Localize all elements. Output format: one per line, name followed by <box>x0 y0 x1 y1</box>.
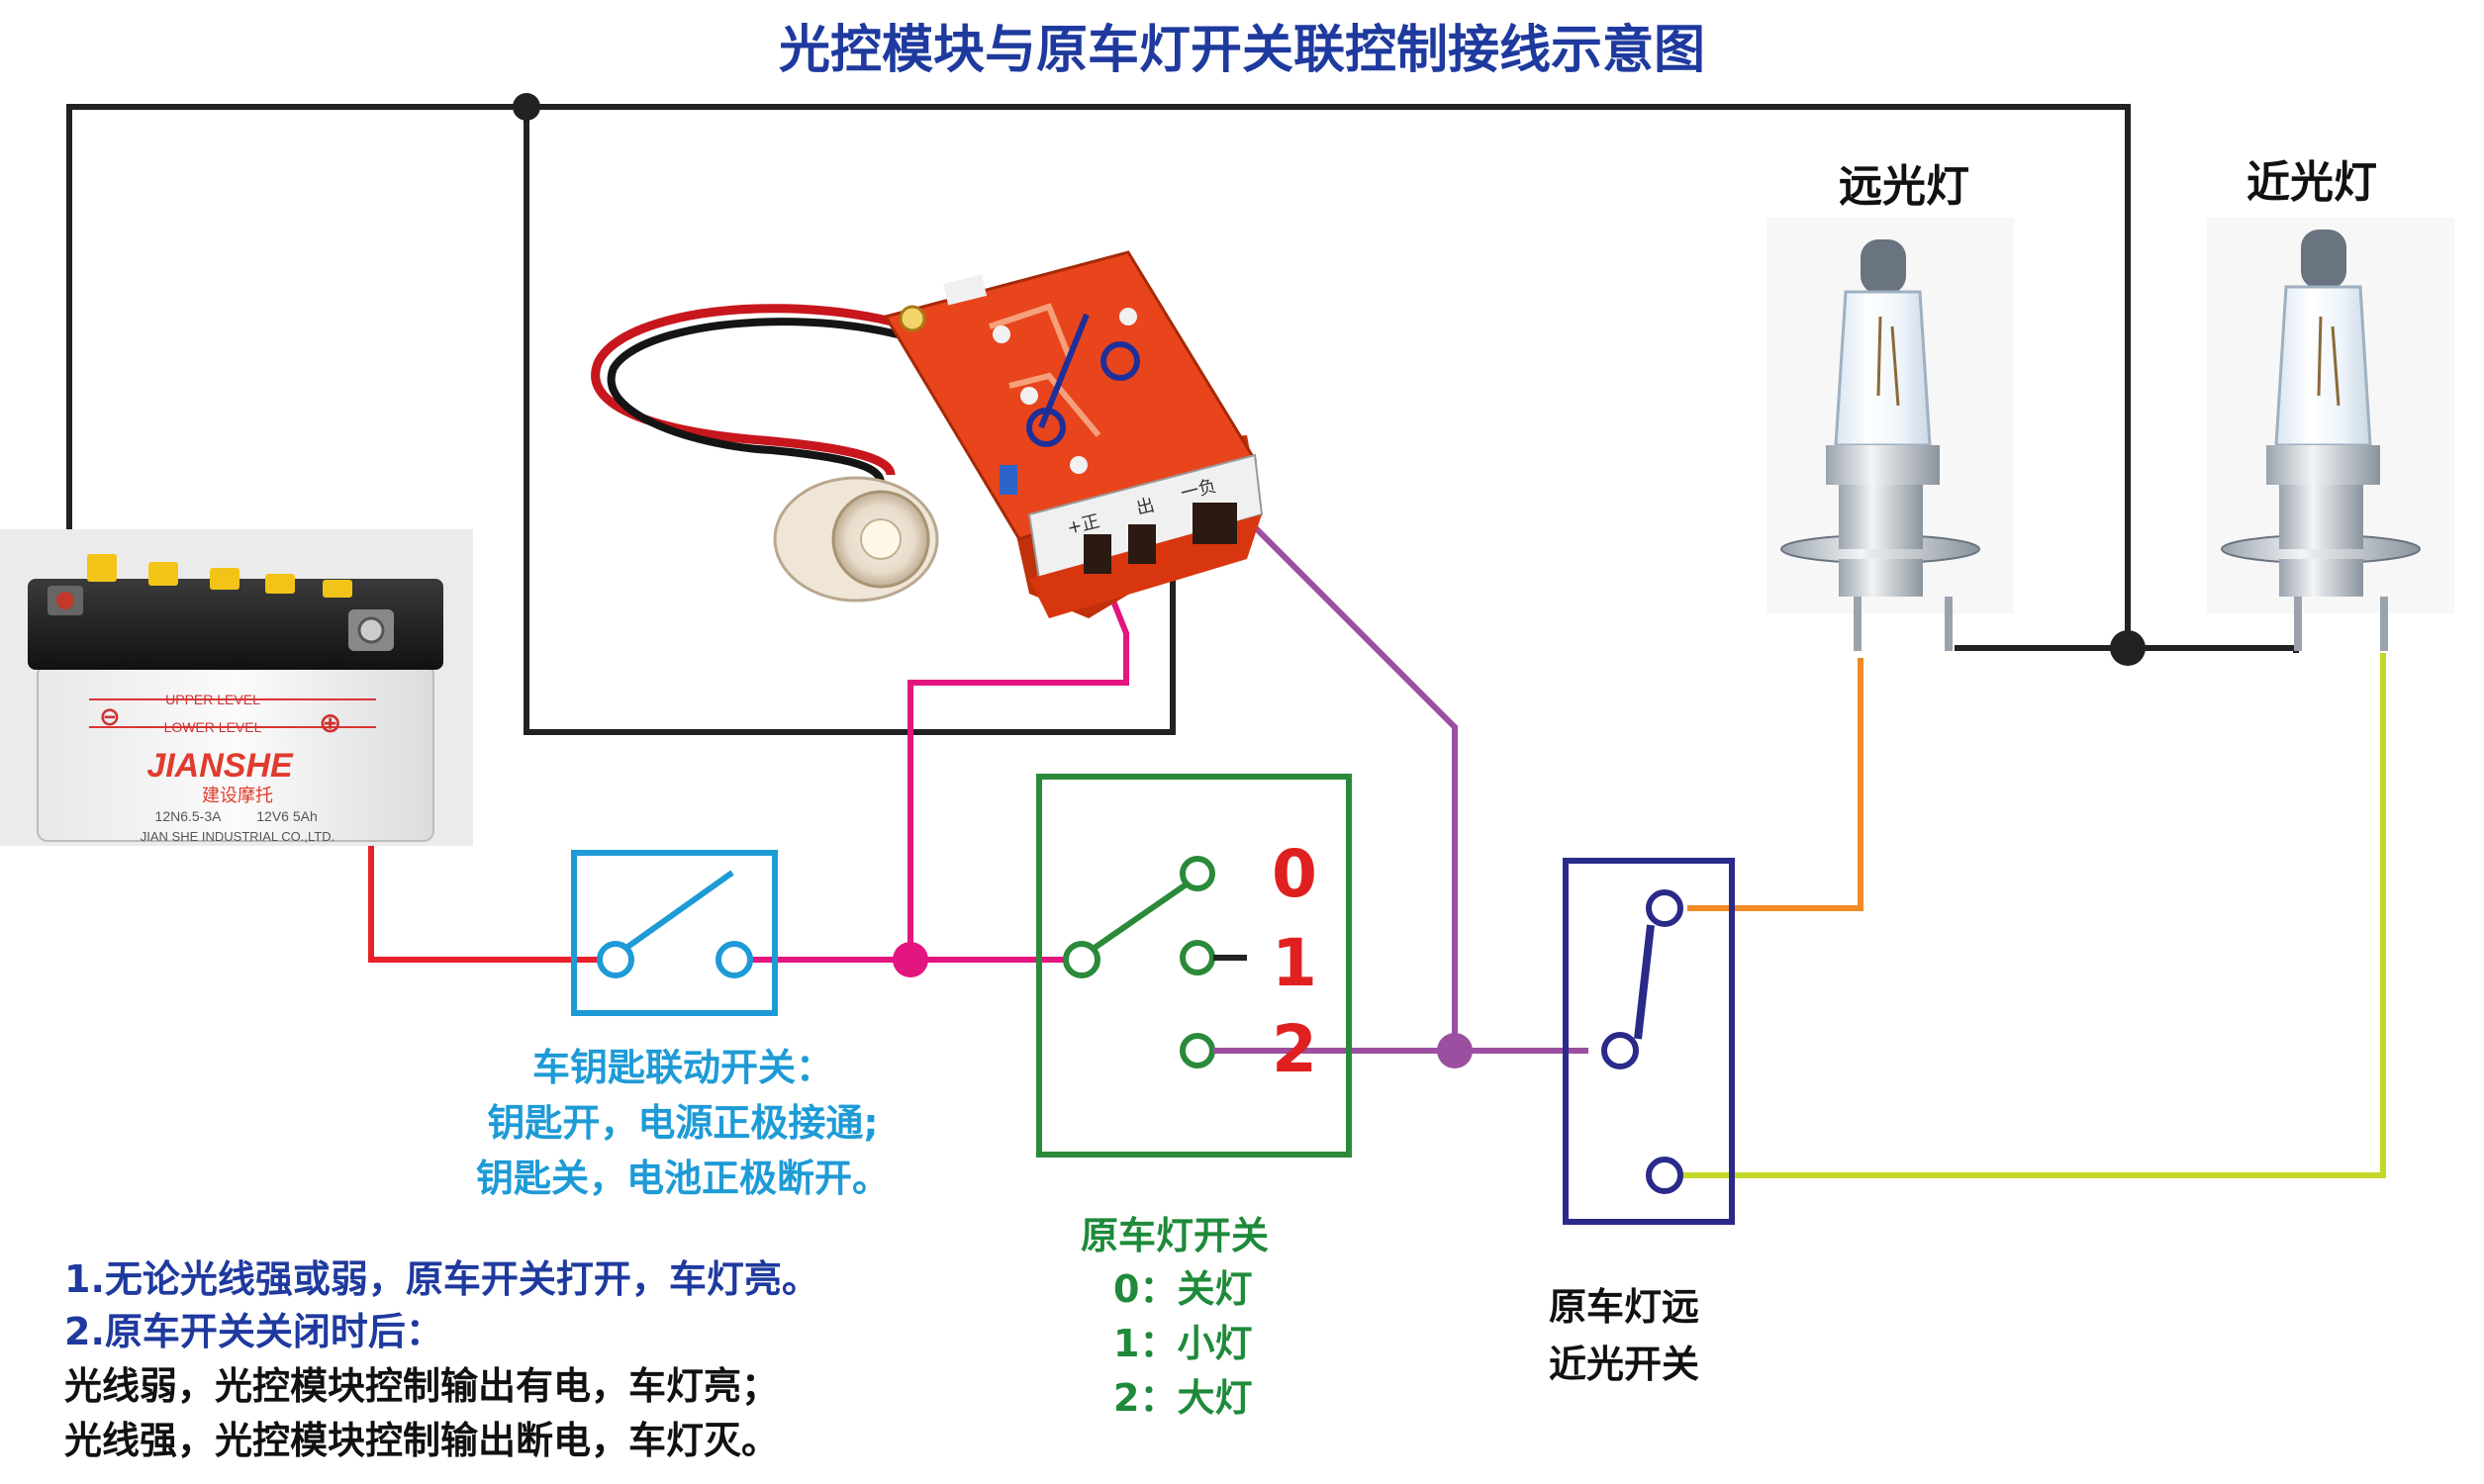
low-beam-bulb <box>2207 218 2454 651</box>
module-relay-contact-2 <box>1100 341 1140 381</box>
module-relay-contact-1 <box>1026 408 1066 447</box>
key-switch-terminal-in <box>597 941 634 978</box>
light-switch-pos-1: 1 <box>1272 925 1317 1001</box>
key-switch-box <box>571 850 778 1016</box>
light-switch-box <box>1036 774 1352 1158</box>
battery-lower-level: LOWER LEVEL <box>164 719 262 735</box>
battery-brand-cn: 建设摩托 <box>202 786 273 806</box>
light-switch-pos0-desc: 0：关灯 <box>1113 1267 1253 1311</box>
diagram-title: 光控模块与原车灯开关联控制接线示意图 <box>778 21 1705 80</box>
battery-spec1: 12N6.5-3A <box>155 808 223 824</box>
light-switch-pos0-terminal <box>1180 856 1215 891</box>
key-switch-note-line2: 钥匙开，电源正极接通; <box>487 1101 879 1145</box>
key-switch <box>571 850 778 1016</box>
beam-switch-box <box>1563 858 1735 1225</box>
module-output-wire <box>1215 502 1588 1054</box>
note-line-2: 2.原车开关关闭时后： <box>64 1310 443 1353</box>
low-beam-label: 近光灯 <box>2246 157 2377 208</box>
light-switch-pos1-desc: 1：小灯 <box>1113 1322 1253 1365</box>
beam-switch <box>1563 858 1735 1225</box>
switched-positive-wires <box>752 582 1129 963</box>
beam-switch-low-terminal <box>1646 1157 1683 1194</box>
battery-upper-level: UPPER LEVEL <box>165 692 260 707</box>
beam-switch-label-line1: 原车灯远 <box>1549 1285 1700 1329</box>
beam-switch-common <box>1601 1032 1639 1069</box>
key-switch-terminal-out <box>716 941 753 978</box>
pcb-mount-hole <box>899 305 926 332</box>
note-line-4: 光线强，光控模块控制输出断电，车灯灭。 <box>64 1419 780 1462</box>
light-switch-pos-2: 2 <box>1272 1011 1317 1087</box>
output-junction <box>1437 1033 1473 1068</box>
light-switch-common <box>1063 941 1100 978</box>
light-switch <box>1036 774 1352 1158</box>
low-beam-wire <box>1679 653 2386 1178</box>
high-beam-bulb <box>1767 218 2014 651</box>
beam-switch-label-line2: 近光开关 <box>1549 1343 1700 1386</box>
beam-switch-high-terminal <box>1646 889 1683 927</box>
light-switch-pos1-terminal <box>1180 940 1215 975</box>
beam-switch-lever <box>1634 924 1655 1040</box>
key-switch-note-line3: 钥匙关，电池正极断开。 <box>475 1157 890 1200</box>
ground-junction-lamps <box>2110 630 2146 666</box>
ground-junction-top <box>513 93 540 121</box>
battery-brand: JIANSHE <box>146 747 294 785</box>
note-line-1: 1.无论光线强或弱，原车开关打开，车灯亮。 <box>64 1257 819 1301</box>
battery: UPPER LEVEL LOWER LEVEL ⊖ ⊕ JIANSHE 建设摩托… <box>0 529 473 846</box>
key-switch-note-line1: 车钥匙联动开关： <box>531 1046 833 1089</box>
light-switch-pos-0: 0 <box>1272 836 1317 912</box>
battery-company: JIAN SHE INDUSTRIAL CO.,LTD. <box>141 829 334 844</box>
battery-spec2: 12V6 5Ah <box>256 808 318 824</box>
key-switch-lever <box>624 870 734 951</box>
ground-wire-battery <box>66 104 2131 648</box>
module-pad-output: 出 <box>1134 495 1157 519</box>
light-control-module: +正 出 一负 <box>591 250 1264 618</box>
high-beam-label: 远光灯 <box>1839 161 1969 212</box>
positive-junction <box>893 942 928 977</box>
svg-text:⊕: ⊕ <box>319 706 341 739</box>
ground-wire-module <box>524 107 1176 735</box>
note-line-3: 光线弱，光控模块控制输出有电，车灯亮； <box>64 1364 780 1408</box>
high-beam-wire <box>1687 658 1863 911</box>
light-switch-pos2-desc: 2：大灯 <box>1113 1376 1253 1420</box>
light-switch-title: 原车灯开关 <box>1081 1214 1270 1257</box>
light-switch-pos2-terminal <box>1180 1033 1215 1068</box>
light-switch-lever <box>1090 881 1190 953</box>
svg-text:⊖: ⊖ <box>99 702 121 732</box>
